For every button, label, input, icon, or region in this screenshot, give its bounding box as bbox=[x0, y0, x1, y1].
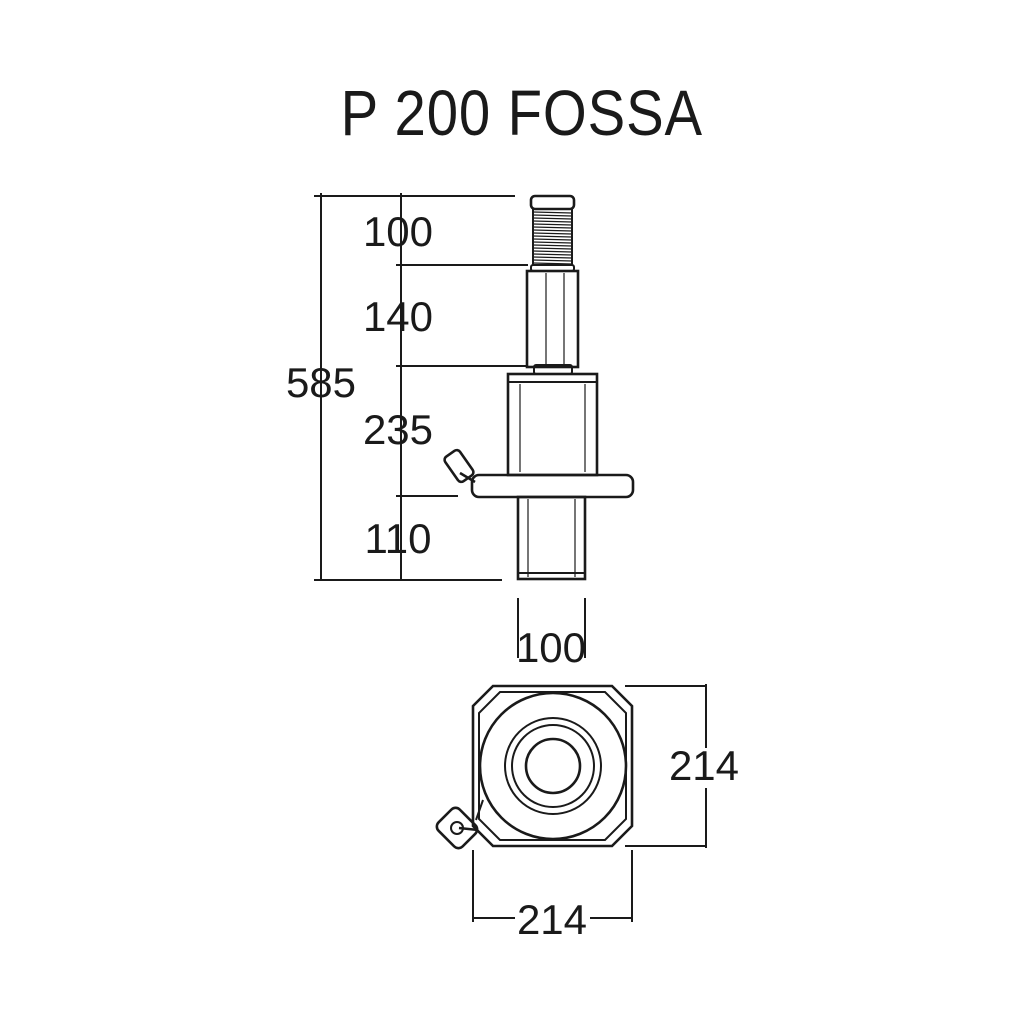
thread-line bbox=[532, 217, 573, 220]
thread-line bbox=[532, 214, 573, 217]
base-tube bbox=[516, 495, 587, 581]
thread-line bbox=[532, 244, 573, 247]
thread-line bbox=[532, 232, 573, 235]
thread-line bbox=[532, 229, 573, 232]
dimension-labels: 585 100 140 235 110 bbox=[286, 208, 433, 562]
dim-segment-2: 140 bbox=[363, 293, 433, 340]
thread-line bbox=[532, 262, 573, 265]
column-shaft bbox=[525, 269, 580, 375]
top-view-knob-icon bbox=[435, 806, 479, 850]
dim-top-depth: 214 bbox=[669, 742, 739, 789]
top-view-dimensions: 214 214 bbox=[472, 684, 739, 943]
dim-base-width: 100 bbox=[516, 624, 586, 671]
thread-line bbox=[532, 238, 573, 241]
thread-line bbox=[532, 256, 573, 259]
thread-line bbox=[532, 211, 573, 214]
base-width-dimension: 100 bbox=[516, 598, 586, 671]
dim-total-height: 585 bbox=[286, 359, 356, 406]
drawing-title: P 200 FOSSA bbox=[340, 77, 703, 149]
thread-line bbox=[532, 247, 573, 250]
thread-line bbox=[532, 223, 573, 226]
side-knob-icon bbox=[443, 448, 476, 484]
dim-segment-4: 110 bbox=[365, 515, 432, 562]
thread-line bbox=[532, 259, 573, 262]
dim-segment-1: 100 bbox=[363, 208, 433, 255]
threaded-top bbox=[529, 194, 576, 272]
dim-segment-3: 235 bbox=[363, 406, 433, 453]
thread-line bbox=[532, 226, 573, 229]
flange-plate bbox=[470, 473, 635, 499]
thread-line bbox=[532, 241, 573, 244]
thread-line bbox=[532, 253, 573, 256]
top-view-plate bbox=[471, 684, 634, 848]
thread-line bbox=[532, 235, 573, 238]
thread-line bbox=[532, 250, 573, 253]
thread-line bbox=[532, 220, 573, 223]
housing-body bbox=[506, 372, 599, 477]
dim-top-width: 214 bbox=[517, 896, 587, 943]
vertical-dimension-lines bbox=[314, 193, 528, 581]
